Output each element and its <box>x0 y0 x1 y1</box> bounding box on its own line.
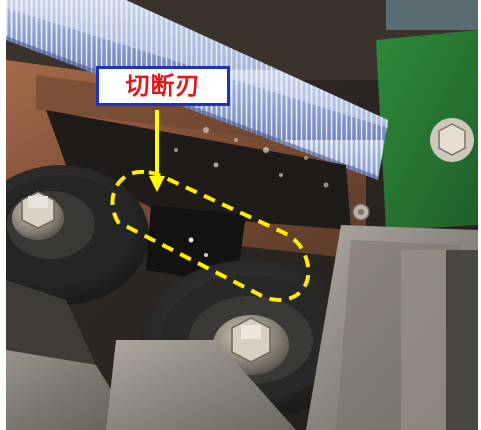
frame-icon <box>306 225 478 430</box>
pointer-arrow <box>149 110 165 192</box>
upper-right-panel <box>386 0 478 30</box>
bolt-icon <box>430 118 474 162</box>
machine-photo <box>6 0 478 430</box>
green-frame <box>376 30 478 230</box>
cut-material <box>46 110 351 230</box>
left-hub-bolt-icon <box>12 191 64 240</box>
photo-svg <box>6 0 478 430</box>
highlight-outline <box>110 169 311 302</box>
annotation-label: 切断刃 <box>96 66 230 106</box>
bottom-plate <box>106 340 296 430</box>
small-bolt-icon <box>352 203 370 221</box>
debris-texture <box>174 127 329 242</box>
